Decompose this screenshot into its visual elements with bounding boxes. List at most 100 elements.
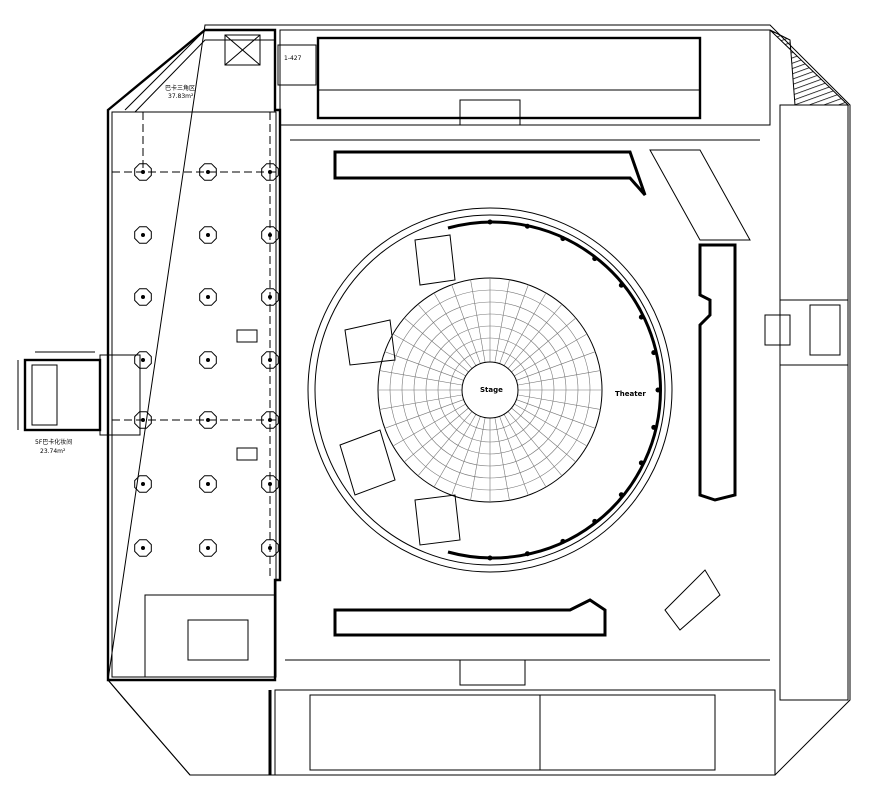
column — [134, 288, 152, 306]
column — [261, 288, 279, 306]
stage-grid-line — [379, 370, 463, 386]
stage-grid-line — [503, 414, 547, 488]
stage-grid-line — [417, 304, 473, 369]
ring-column — [651, 350, 657, 356]
ring-column — [524, 223, 530, 229]
column-core — [206, 358, 210, 362]
column-core — [206, 170, 210, 174]
stage-grid-line — [470, 279, 486, 363]
stage-grid-ring — [413, 313, 567, 467]
stage-grid-line — [511, 407, 576, 463]
column-core — [141, 358, 145, 362]
stage-grid-line — [433, 292, 477, 366]
stage-grid-line — [517, 370, 601, 386]
column-core — [141, 170, 145, 174]
stage-grid-line — [516, 351, 596, 381]
column — [199, 539, 217, 557]
ring-column — [618, 492, 624, 498]
column — [134, 226, 152, 244]
column-core — [268, 418, 272, 422]
ring-column — [487, 555, 493, 561]
ring-column — [618, 282, 624, 288]
stage-grid-line — [511, 317, 576, 373]
bottom-wing — [274, 569, 776, 776]
column-core — [206, 233, 210, 237]
dressing-room-name: 5F巴卡化妆间 — [35, 438, 72, 446]
column — [199, 163, 217, 181]
stage-grid-line — [384, 351, 464, 381]
column-core — [268, 170, 272, 174]
stage-grid-line — [379, 394, 463, 410]
stage-grid-line — [417, 411, 473, 476]
stage-grid-line — [404, 407, 469, 463]
stage-grid-line — [514, 403, 588, 447]
stair-hatch — [769, 29, 850, 106]
column — [134, 163, 152, 181]
stage-grid-ring — [425, 325, 555, 455]
stage-grid-line — [392, 333, 466, 377]
stage-label: Stage — [480, 386, 503, 394]
backstage-triangle-name: 巴卡三角区 — [165, 84, 195, 92]
column-core — [206, 418, 210, 422]
stage-grid-ring — [449, 349, 531, 431]
stage-grid-line — [517, 394, 601, 410]
column-core — [268, 358, 272, 362]
column-core — [141, 233, 145, 237]
stage-grid-line — [404, 317, 469, 373]
backstage-triangle-room: 巴卡三角区 37.83m² 1-427 — [133, 34, 317, 113]
ring-column — [560, 236, 566, 242]
stage-grid-line — [392, 403, 466, 447]
ring-column — [638, 460, 644, 466]
column — [134, 539, 152, 557]
ring-column — [560, 538, 566, 544]
stage-grid-line — [451, 284, 481, 364]
column-core — [141, 295, 145, 299]
stage-grid-line — [499, 416, 529, 496]
column-core — [268, 546, 272, 550]
column-core — [141, 546, 145, 550]
left-hall — [111, 111, 280, 678]
column-core — [268, 295, 272, 299]
column-core — [141, 418, 145, 422]
ring-column — [638, 314, 644, 320]
stage-grid-line — [499, 284, 529, 364]
column — [199, 475, 217, 493]
column-core — [206, 546, 210, 550]
outer-envelope — [107, 24, 851, 776]
room-number: 1-427 — [284, 55, 302, 62]
stage-grid-ring — [389, 289, 591, 491]
stage-grid-line — [384, 399, 464, 429]
dressing-room-area: 23.74m² — [40, 448, 66, 455]
stage-grid-ring — [437, 337, 543, 443]
ring-column — [655, 387, 661, 393]
ring-column — [592, 256, 598, 262]
stage-grid-line — [503, 292, 547, 366]
right-wing — [649, 104, 849, 701]
stage-grid-line — [514, 333, 588, 377]
top-wing — [279, 29, 850, 196]
stage-grid-line — [494, 417, 510, 501]
stage-grid-line — [507, 411, 563, 476]
ring-column — [651, 424, 657, 430]
stage-grid-line — [433, 414, 477, 488]
stage-grid-ring — [401, 301, 579, 479]
column — [199, 411, 217, 429]
column — [261, 539, 279, 557]
column — [199, 226, 217, 244]
column — [134, 475, 152, 493]
backstage-triangle-area: 37.83m² — [168, 93, 194, 100]
ring-column — [524, 551, 530, 557]
theater: Stage Theater — [307, 207, 673, 573]
column — [134, 351, 152, 369]
column — [261, 475, 279, 493]
column-core — [206, 295, 210, 299]
building-outline — [106, 28, 282, 682]
column-core — [268, 482, 272, 486]
stage-grid-line — [494, 279, 510, 363]
ring-column — [592, 518, 598, 524]
theater-label: Theater — [615, 390, 646, 398]
column — [134, 411, 152, 429]
stage-grid-line — [507, 304, 563, 369]
stage-grid-line — [451, 416, 481, 496]
